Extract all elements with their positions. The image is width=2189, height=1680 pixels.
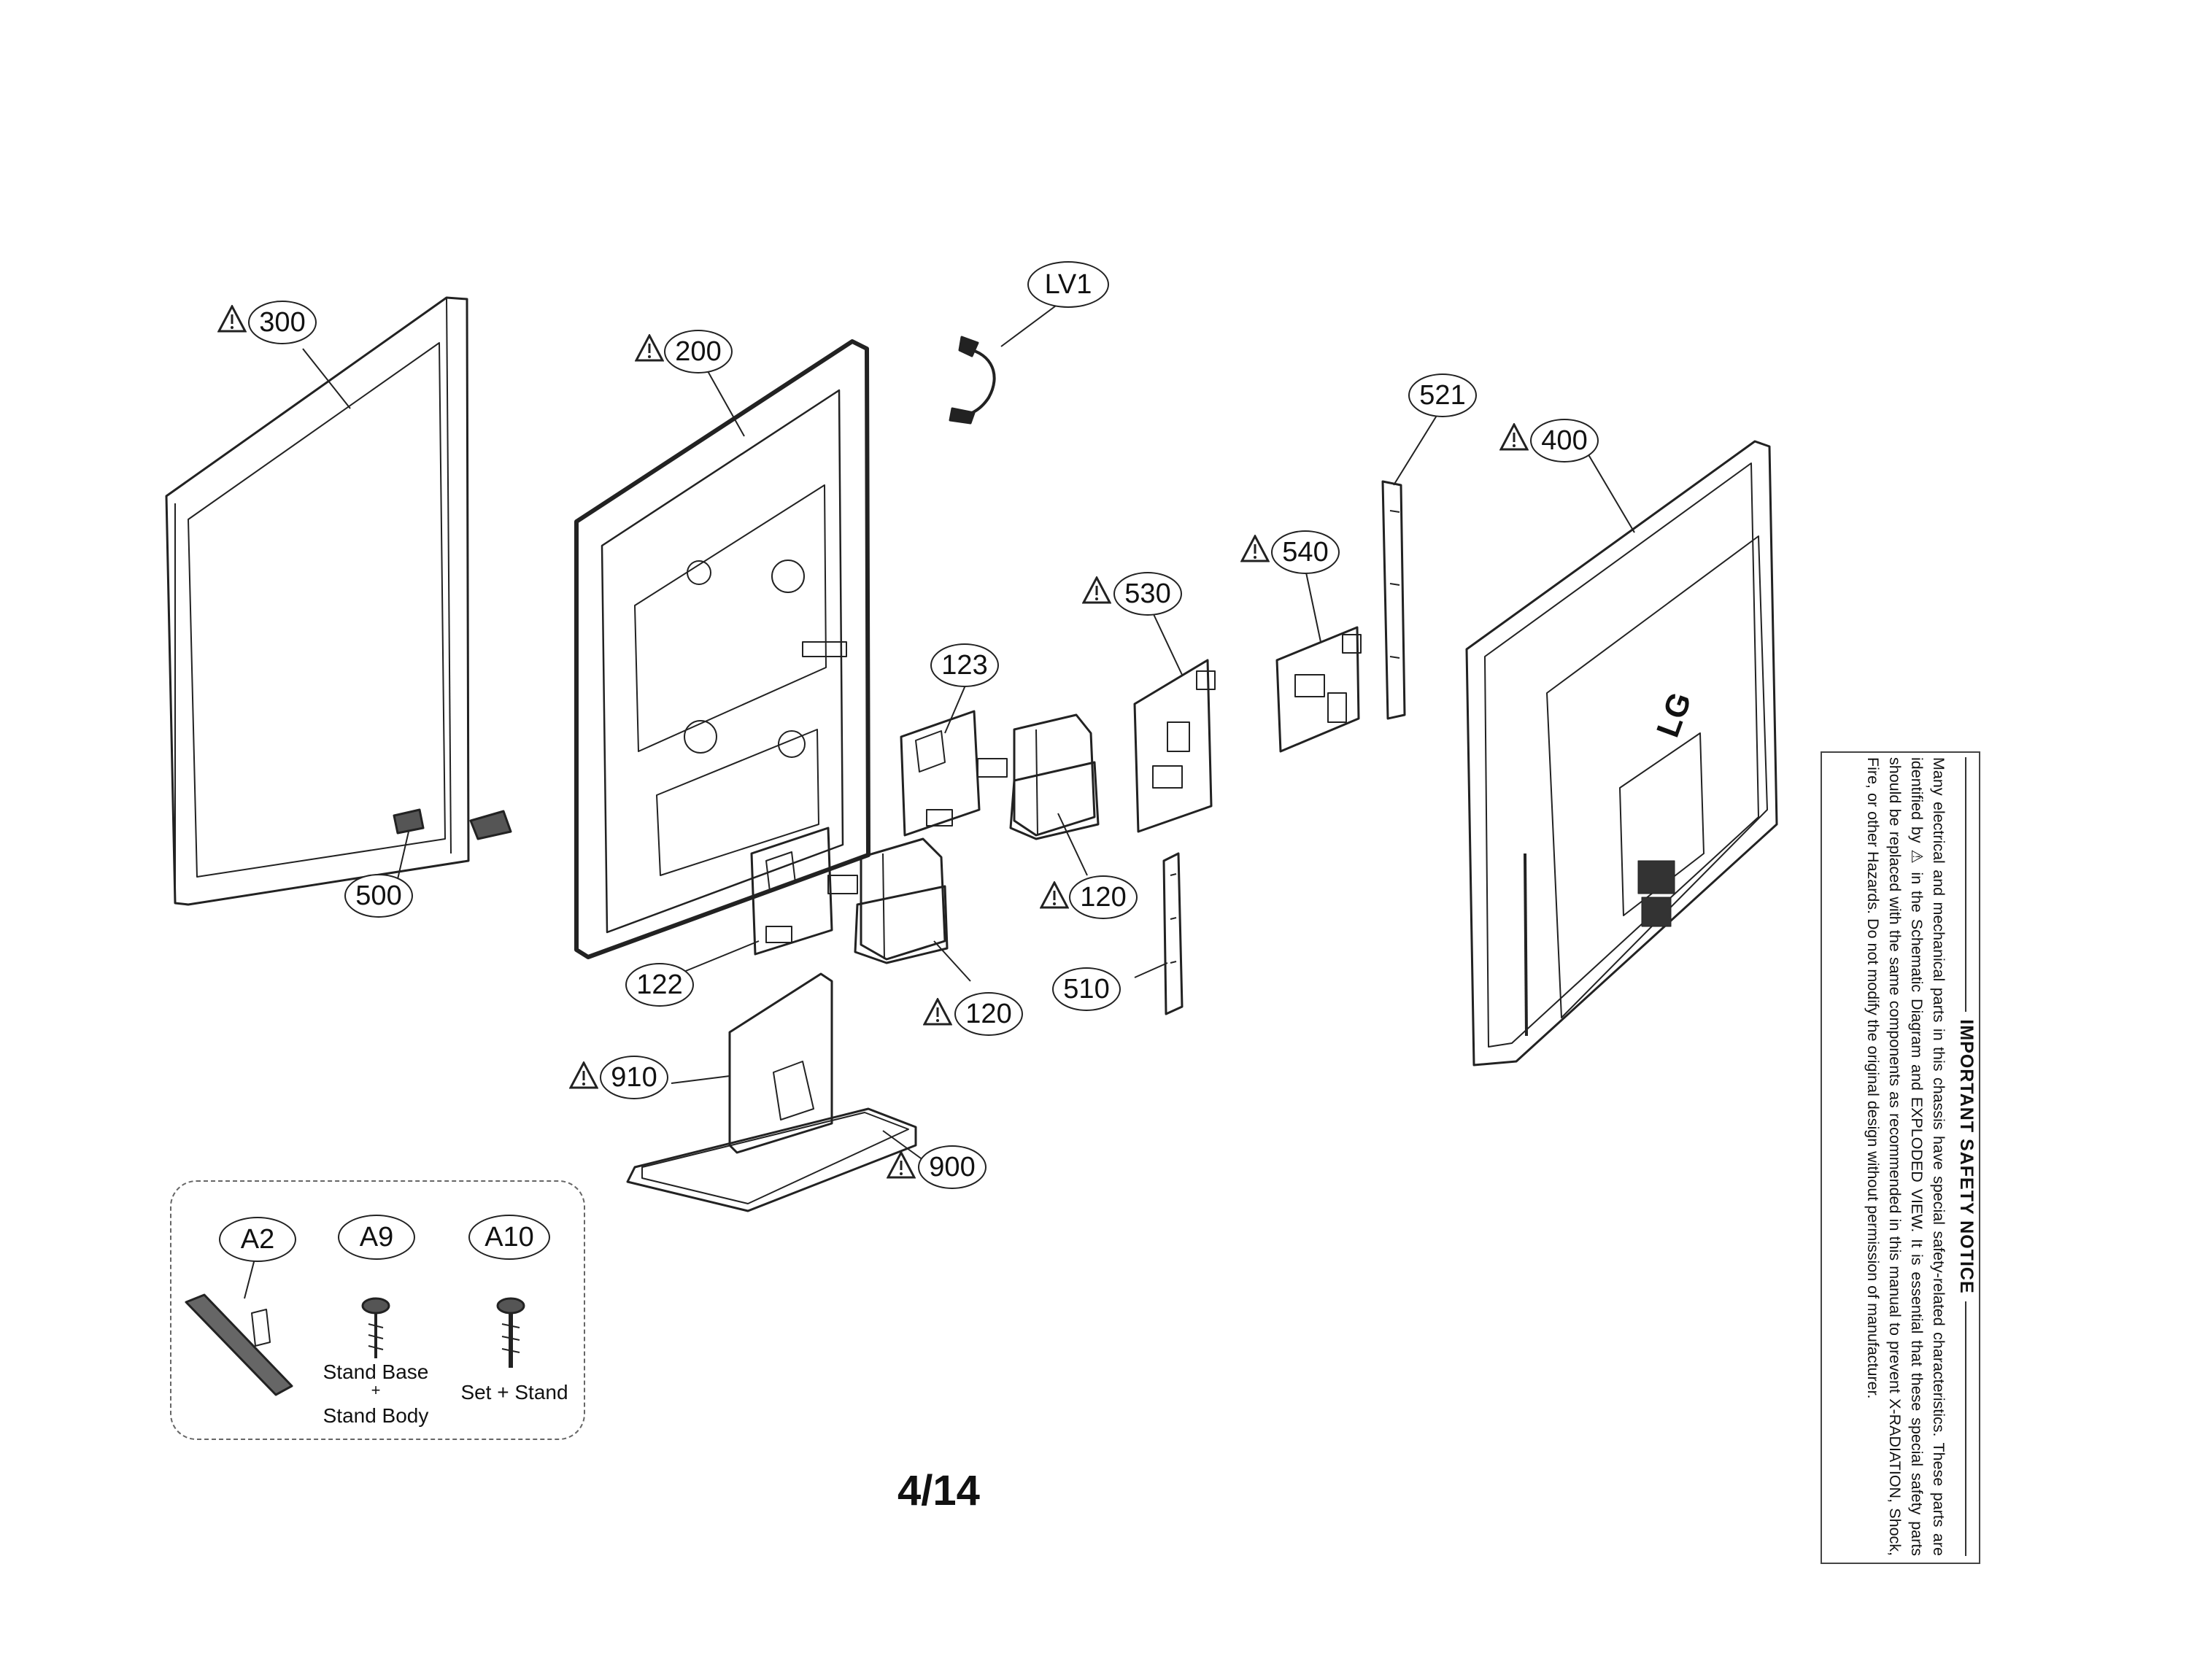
callout-lv1: LV1 — [1027, 261, 1109, 308]
warning-icon — [1082, 576, 1111, 604]
warning-icon — [635, 334, 664, 362]
callout-900: 900 — [918, 1145, 987, 1189]
a9-caption-line2: Stand Body — [323, 1404, 429, 1427]
callout-a10: A10 — [468, 1215, 550, 1260]
safety-notice-body: Many electrical and mechanical parts in … — [1864, 757, 1947, 1556]
part-540-main-board — [1275, 626, 1362, 753]
part-910-stand-body — [728, 972, 833, 1154]
page-number: 4/14 — [897, 1467, 980, 1514]
part-510-key-board — [1162, 852, 1184, 1015]
a9-caption-plus: + — [371, 1381, 381, 1399]
leader-lines — [244, 297, 1635, 1299]
part-400-back-cover — [1465, 440, 1778, 1067]
a10-caption: Set + Stand — [460, 1381, 568, 1404]
warning-icon — [569, 1061, 598, 1089]
callout-510: 510 — [1052, 967, 1121, 1011]
callout-200: 200 — [664, 330, 733, 373]
callout-910: 910 — [600, 1056, 668, 1099]
callout-540: 540 — [1271, 530, 1340, 574]
accessory-a10-screw — [496, 1297, 525, 1368]
part-120-speaker-upper — [1009, 713, 1100, 840]
safety-notice-title: IMPORTANT SAFETY NOTICE — [1956, 757, 1977, 1556]
callout-a2: A2 — [219, 1217, 296, 1262]
part-122-bracket — [750, 827, 858, 956]
part-521-bracket — [1381, 480, 1406, 720]
callout-123: 123 — [930, 643, 999, 687]
part-200-lcd-module — [574, 339, 870, 959]
warning-icon — [1240, 535, 1270, 562]
part-123-bracket — [900, 710, 1008, 837]
warning-icon — [1040, 881, 1069, 909]
warning-icon — [1499, 423, 1529, 451]
part-500-clips — [393, 808, 512, 840]
callout-300: 300 — [248, 301, 317, 344]
callout-530: 530 — [1113, 572, 1182, 616]
callout-521: 521 — [1408, 373, 1477, 417]
warning-icon — [887, 1151, 916, 1179]
part-lv1-cable — [949, 336, 996, 425]
part-900-stand-base — [626, 1107, 917, 1212]
safety-notice: IMPORTANT SAFETY NOTICE Many electrical … — [1821, 751, 1980, 1564]
warning-icon — [217, 305, 247, 333]
callout-a9: A9 — [338, 1215, 415, 1260]
callout-120-lower: 120 — [954, 992, 1023, 1036]
callout-500: 500 — [344, 874, 413, 918]
warning-icon — [923, 998, 952, 1026]
a9-caption-line1: Stand Base — [323, 1360, 429, 1383]
accessory-box — [170, 1180, 585, 1440]
callout-122: 122 — [625, 963, 694, 1007]
part-530-board — [1133, 659, 1216, 833]
part-120-speaker-lower — [854, 837, 949, 964]
callout-120-upper: 120 — [1069, 875, 1138, 919]
accessory-a2-drawing — [185, 1293, 293, 1396]
accessory-a9-screw — [361, 1297, 390, 1358]
callout-400: 400 — [1530, 419, 1599, 462]
part-300-front-frame — [165, 296, 470, 906]
